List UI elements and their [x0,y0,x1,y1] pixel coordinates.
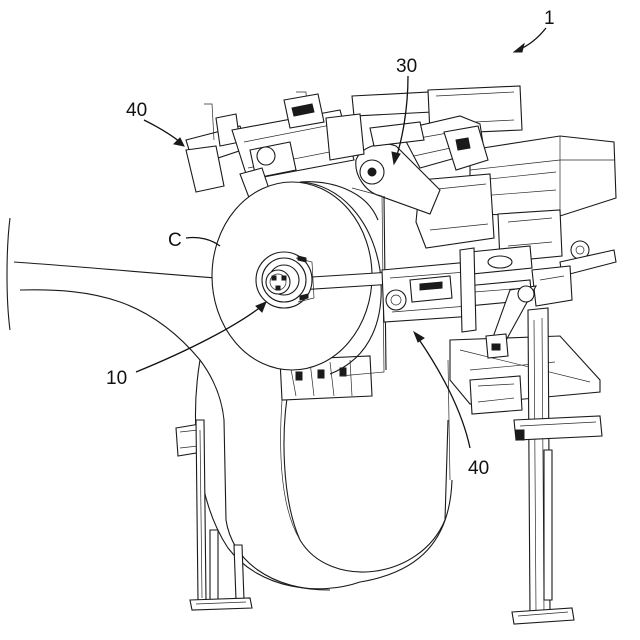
label-shaft: 10 [106,368,127,389]
label-apparatus: 1 [544,8,555,29]
left-support-stand [176,420,252,610]
label-roll: C [168,230,182,251]
label-holder-upper: 40 [126,100,147,121]
label-holder-lower: 40 [468,458,489,479]
label-turret-arm: 30 [396,56,417,77]
